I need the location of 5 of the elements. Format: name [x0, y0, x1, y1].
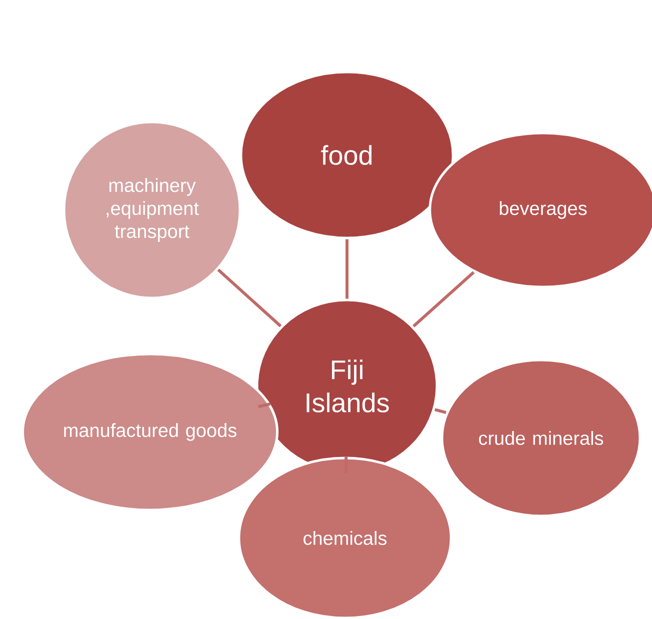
connector-line — [434, 408, 446, 414]
connector-line — [258, 402, 271, 408]
connector-line — [412, 271, 475, 328]
connector-line — [346, 239, 348, 299]
connector-line — [217, 268, 282, 328]
